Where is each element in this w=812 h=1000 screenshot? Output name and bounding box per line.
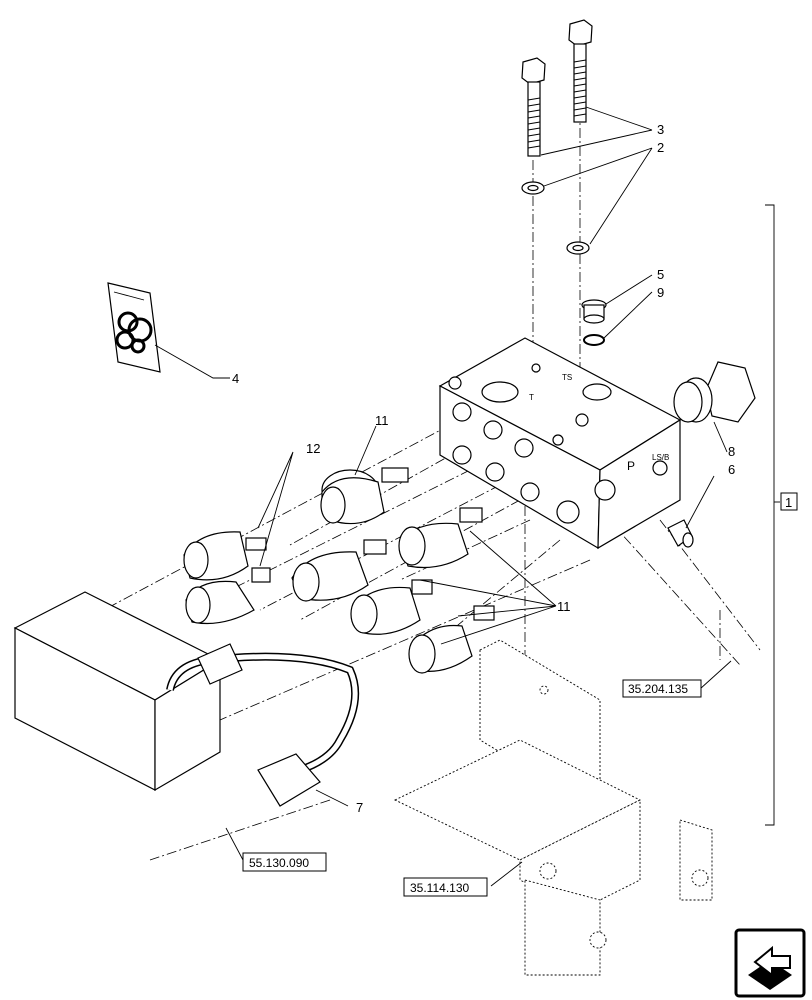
washer-upper: [521, 181, 545, 195]
solenoid-mid-right: [398, 507, 483, 569]
port-label-t: T: [529, 393, 534, 402]
ref-box-55-130-090[interactable]: 55.130.090: [242, 852, 327, 872]
fitting-small: [667, 519, 694, 548]
solenoid-mid-left: [291, 539, 387, 602]
solenoid-lower-left: [350, 579, 433, 635]
bolt-right: [568, 19, 593, 123]
callout-9: 9: [657, 285, 664, 300]
harness-cover: [13, 591, 222, 792]
port-label-ts: TS: [562, 373, 572, 382]
wiring-harness: [166, 643, 360, 807]
plug-large: [673, 361, 756, 423]
port-label-p: P: [627, 459, 635, 473]
callout-labels: 3 2 5 9 4 8 6 11 12 11 7: [232, 122, 735, 815]
callout-12: 12: [306, 441, 320, 456]
callout-11-top: 11: [375, 413, 389, 428]
washer-lower: [566, 241, 590, 255]
ref-35-114-130[interactable]: 35.114.130: [410, 881, 469, 895]
bolt-left: [521, 57, 546, 157]
solenoid-left-upper: [183, 531, 267, 581]
solenoid-left-lower: [185, 567, 271, 625]
callout-8: 8: [728, 444, 735, 459]
ref-55-130-090[interactable]: 55.130.090: [249, 856, 309, 870]
o-ring: [583, 334, 605, 346]
callout-3: 3: [657, 122, 664, 137]
mounting-bracket: [393, 639, 713, 976]
callout-2: 2: [657, 140, 664, 155]
next-page-arrow-icon[interactable]: [734, 928, 806, 998]
callout-1-box: 1: [780, 492, 798, 511]
solenoid-top: [320, 467, 409, 525]
ref-box-35-204-135[interactable]: 35.204.135: [622, 679, 702, 698]
solenoid-lower-right: [408, 605, 495, 674]
plug-small: [581, 299, 607, 324]
valve-block: P LS/B T TS: [438, 337, 682, 550]
ref-box-35-114-130[interactable]: 35.114.130: [403, 877, 488, 897]
callout-6: 6: [728, 462, 735, 477]
seal-kit-bag: [107, 282, 161, 373]
callout-7: 7: [356, 800, 363, 815]
ref-35-204-135[interactable]: 35.204.135: [628, 682, 688, 696]
leaders: [154, 106, 780, 887]
port-label-ls: LS/B: [652, 453, 669, 462]
callout-5: 5: [657, 267, 664, 282]
callout-1: 1: [785, 495, 792, 510]
callout-11-bottom: 11: [557, 599, 571, 614]
callout-4: 4: [232, 371, 239, 386]
